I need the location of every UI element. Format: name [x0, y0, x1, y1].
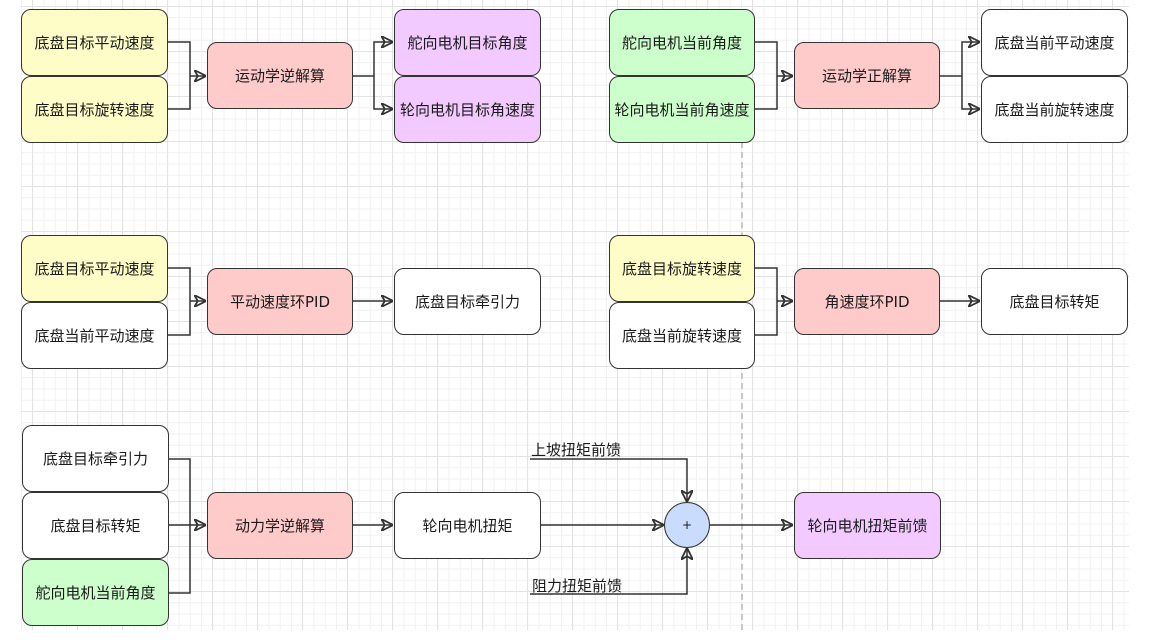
node-translation-speed-pid[interactable]: 平动速度环PID [207, 268, 353, 335]
node-kinematics-forward[interactable]: 运动学正解算 [794, 42, 940, 109]
background-grid [21, 0, 1129, 630]
node-chassis-current-rotation-speed[interactable]: 底盘当前旋转速度 [981, 76, 1128, 143]
node-dyn-target-traction[interactable]: 底盘目标牵引力 [22, 425, 169, 492]
node-chassis-target-translation-speed[interactable]: 底盘目标平动速度 [21, 9, 168, 76]
node-pid-current-rotation-speed[interactable]: 底盘当前旋转速度 [609, 302, 755, 369]
node-wheel-motor-current-angular-speed[interactable]: 轮向电机当前角速度 [609, 76, 755, 143]
node-dyn-target-torque[interactable]: 底盘目标转矩 [22, 492, 169, 559]
node-pid-target-rotation-speed[interactable]: 底盘目标旋转速度 [609, 235, 755, 302]
node-angular-speed-pid[interactable]: 角速度环PID [794, 268, 940, 335]
node-pid-target-translation-speed[interactable]: 底盘目标平动速度 [21, 235, 168, 302]
node-chassis-current-translation-speed[interactable]: 底盘当前平动速度 [981, 9, 1128, 76]
node-chassis-target-rotation-speed[interactable]: 底盘目标旋转速度 [21, 76, 168, 143]
node-chassis-target-torque[interactable]: 底盘目标转矩 [981, 268, 1128, 335]
label-uphill-torque-ff: 上坡扭矩前馈 [531, 441, 622, 459]
node-wheel-motor-target-angular-speed[interactable]: 轮向电机目标角速度 [394, 76, 541, 143]
node-steer-motor-current-angle[interactable]: 舵向电机当前角度 [609, 9, 755, 76]
node-steer-motor-target-angle[interactable]: 舵向电机目标角度 [394, 9, 541, 76]
node-dyn-steer-current-angle[interactable]: 舵向电机当前角度 [22, 559, 169, 626]
node-dynamics-inverse[interactable]: 动力学逆解算 [207, 492, 353, 559]
node-wheel-motor-torque-feedforward[interactable]: 轮向电机扭矩前馈 [794, 492, 941, 559]
sum-junction[interactable]: + [664, 502, 710, 548]
plus-icon: + [681, 518, 693, 532]
dashed-divider [741, 142, 743, 630]
node-kinematics-inverse[interactable]: 运动学逆解算 [207, 42, 353, 109]
label-resistance-torque-ff: 阻力扭矩前馈 [532, 577, 623, 595]
node-wheel-motor-torque[interactable]: 轮向电机扭矩 [394, 492, 541, 559]
node-pid-current-translation-speed[interactable]: 底盘当前平动速度 [21, 302, 168, 369]
node-chassis-target-traction[interactable]: 底盘目标牵引力 [394, 268, 541, 335]
